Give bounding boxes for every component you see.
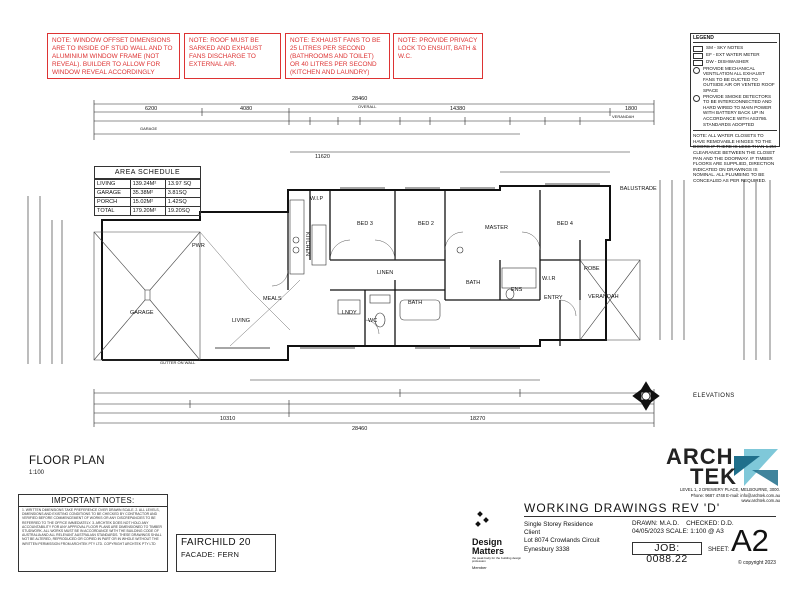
room-label-kitchen: KITCHEN bbox=[304, 232, 310, 256]
smoke-alarm-icon bbox=[693, 45, 703, 52]
model-facade: FACADE: FERN bbox=[181, 550, 240, 559]
smoke-detector-icon bbox=[693, 94, 700, 102]
area-schedule-title: AREA SCHEDULE bbox=[94, 166, 201, 179]
project-details: Single Storey Residence Client Lot 8074 … bbox=[524, 521, 600, 553]
note-window-offset: NOTE: WINDOW OFFSET DIMENSIONS ARE TO IN… bbox=[47, 33, 180, 79]
room-label-master: MASTER bbox=[485, 225, 508, 231]
label-pwr: PWR bbox=[192, 243, 205, 249]
floor-plan-scale: 1:100 bbox=[29, 470, 45, 476]
dim-run: 1800 bbox=[625, 106, 637, 112]
important-notes: IMPORTANT NOTES: 1. WRITTEN DIMENSIONS T… bbox=[18, 494, 168, 572]
garage-roof-outline bbox=[93, 231, 201, 361]
model-box: FAIRCHILD 20 FACADE: FERN bbox=[176, 534, 276, 572]
label-balustrade: BALUSTRADE bbox=[620, 186, 657, 192]
dimension-ticks bbox=[93, 100, 655, 427]
dim-overall: 28460 bbox=[352, 96, 367, 102]
dim-overall-label: OVERALL bbox=[358, 104, 377, 109]
legend-item: SM - SKY NOTES bbox=[693, 45, 777, 52]
legend-item: PROVIDE SMOKE DETECTORS TO BE INTERCONNE… bbox=[693, 94, 777, 128]
checked-by: CHECKED: D.D. bbox=[686, 520, 734, 527]
logo-line2: TEK bbox=[690, 464, 737, 489]
label-gutter: GUTTER ON WALL bbox=[160, 360, 196, 365]
copyright: © copyright 2023 bbox=[738, 560, 776, 566]
dim-run: 14380 bbox=[450, 106, 465, 112]
room-label-meals: MEALS bbox=[263, 296, 282, 302]
room-label-linen: LINEN bbox=[377, 270, 393, 276]
elevations-label: ELEVATIONS bbox=[693, 393, 735, 399]
plan-labels: GARAGE LIVING MEALS KITCHEN BED 3 BED 2 … bbox=[130, 96, 657, 432]
important-notes-title: IMPORTANT NOTES: bbox=[19, 495, 167, 507]
room-label-bed4: BED 4 bbox=[557, 221, 573, 227]
dim-bottom: 18270 bbox=[470, 416, 485, 422]
room-label-wir: W.I.R bbox=[542, 276, 555, 282]
drawing-status-heading: WORKING DRAWINGS REV 'D' bbox=[524, 501, 776, 517]
legend-item: PROVIDE MECHANICAL VENTILATION ALL EXHAU… bbox=[693, 66, 777, 94]
design-matters-member: Member bbox=[472, 565, 487, 570]
exhaust-fan-icon bbox=[693, 66, 700, 74]
elevations-compass-icon bbox=[632, 381, 660, 411]
sheet-label: SHEET: bbox=[708, 547, 730, 553]
room-label-living: LIVING bbox=[232, 318, 250, 324]
company-address: LEVEL 1, 2 DREWERY PLACE, MELBOURNE, 300… bbox=[680, 487, 780, 503]
room-label-laundry: LNDY bbox=[342, 310, 357, 316]
legend-item: EF - EXT WATER METER bbox=[693, 52, 777, 59]
room-label-verandah: VERANDAH bbox=[588, 294, 619, 300]
room-label-ensuite: ENS bbox=[511, 287, 523, 293]
dim-run: 6200 bbox=[145, 106, 157, 112]
drawn-by: DRAWN: M.A.D. bbox=[632, 520, 679, 527]
roof-lines bbox=[199, 231, 301, 347]
date-scale: 04/05/2023 SCALE: 1:100 @ A3 bbox=[632, 528, 724, 535]
room-label-bathtub: BATH bbox=[466, 280, 480, 286]
dishwasher-icon bbox=[693, 59, 703, 66]
legend-note: NOTE: ALL WATER CLOSETS TO HAVE REMOVABL… bbox=[693, 130, 777, 183]
legend-item: DW - DISHWASHER bbox=[693, 59, 777, 66]
dim-run: 4080 bbox=[240, 106, 252, 112]
bathroom-fixtures bbox=[337, 246, 537, 328]
kitchen-bench bbox=[289, 199, 327, 275]
job-number: JOB: 0088.22 bbox=[632, 542, 702, 565]
drawing-meta: DRAWN: M.A.D. CHECKED: D.D. 04/05/2023 S… bbox=[632, 520, 734, 536]
window-marks bbox=[215, 183, 600, 349]
room-label-entry: ENTRY bbox=[544, 295, 563, 301]
dim-bottom: 10310 bbox=[220, 416, 235, 422]
archtek-logo: ARCH TEK bbox=[666, 438, 778, 500]
room-label-wc: WC bbox=[368, 318, 377, 324]
dim-overall-bottom: 28460 bbox=[352, 426, 367, 432]
dim-verandah: VERANDAH bbox=[612, 114, 634, 119]
room-label-wip: W.I.P bbox=[310, 196, 323, 202]
note-roof-sarked: NOTE: ROOF MUST BE SARKED AND EXHAUST FA… bbox=[184, 33, 281, 79]
room-label-garage: GARAGE bbox=[130, 310, 154, 316]
room-label-bed3: BED 3 bbox=[357, 221, 373, 227]
legend-title: LEGEND bbox=[693, 35, 777, 43]
dim-garage-label: GARAGE bbox=[140, 126, 157, 131]
room-label-bath: BATH bbox=[408, 300, 422, 306]
interior-walls bbox=[287, 190, 581, 346]
important-notes-body: 1. WRITTEN DIMENSIONS TAKE PREFERENCE OV… bbox=[22, 508, 162, 546]
design-matters-tagline: the peak body for the building design pr… bbox=[472, 556, 522, 564]
water-meter-icon bbox=[693, 52, 703, 59]
verandah-outline bbox=[579, 259, 641, 341]
archtek-logo-graphic bbox=[734, 449, 778, 486]
logo-line1: ARCH bbox=[666, 444, 734, 469]
dim-mid: 11620 bbox=[315, 154, 330, 160]
note-exhaust-fans: NOTE: EXHAUST FANS TO BE 25 LITRES PER S… bbox=[285, 33, 390, 79]
legend-box: LEGEND SM - SKY NOTES EF - EXT WATER MET… bbox=[690, 33, 780, 183]
model-name: FAIRCHILD 20 bbox=[181, 537, 251, 548]
sheet-number: A2 bbox=[731, 523, 769, 558]
floor-plan-title: FLOOR PLAN bbox=[29, 455, 105, 467]
note-privacy-lock: NOTE: PROVIDE PRIVACY LOCK TO ENSUIT, BA… bbox=[393, 33, 483, 79]
room-label-bed2: BED 2 bbox=[418, 221, 434, 227]
room-label-robe: ROBE bbox=[584, 266, 600, 272]
door-swings bbox=[271, 231, 577, 335]
design-matters-mark bbox=[475, 511, 489, 527]
